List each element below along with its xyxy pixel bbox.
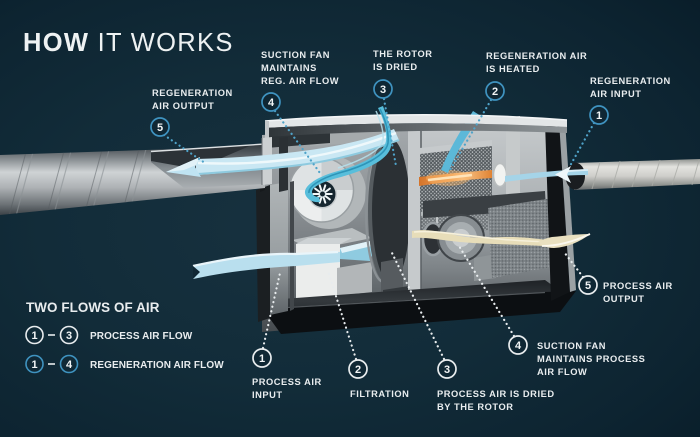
svg-text:4: 4 (515, 340, 522, 352)
svg-text:AIR FLOW: AIR FLOW (537, 367, 587, 377)
svg-text:THE ROTOR: THE ROTOR (373, 49, 433, 59)
svg-text:4: 4 (268, 97, 275, 109)
svg-text:REGENERATION: REGENERATION (590, 76, 671, 86)
svg-text:TWO FLOWS OF AIR: TWO FLOWS OF AIR (26, 300, 160, 315)
svg-text:FILTRATION: FILTRATION (350, 389, 409, 399)
svg-text:IS DRIED: IS DRIED (373, 62, 418, 72)
svg-text:REGENERATION: REGENERATION (152, 88, 233, 98)
svg-text:BY THE ROTOR: BY THE ROTOR (437, 402, 514, 412)
svg-text:PROCESS AIR FLOW: PROCESS AIR FLOW (90, 331, 193, 342)
svg-text:OUTPUT: OUTPUT (603, 294, 645, 304)
svg-text:SUCTION FAN: SUCTION FAN (537, 341, 606, 351)
svg-text:1: 1 (31, 359, 37, 371)
svg-text:SUCTION FAN: SUCTION FAN (261, 50, 330, 60)
svg-text:3: 3 (444, 364, 450, 376)
svg-text:PROCESS AIR: PROCESS AIR (252, 377, 322, 387)
svg-text:IS HEATED: IS HEATED (486, 64, 540, 74)
svg-text:3: 3 (380, 84, 386, 96)
svg-text:4: 4 (66, 359, 73, 371)
svg-text:5: 5 (585, 280, 591, 292)
svg-text:2: 2 (492, 86, 498, 98)
svg-text:2: 2 (355, 364, 361, 376)
svg-text:MAINTAINS: MAINTAINS (261, 63, 317, 73)
svg-text:MAINTAINS PROCESS: MAINTAINS PROCESS (537, 354, 645, 364)
svg-text:REGENERATION AIR: REGENERATION AIR (486, 51, 587, 61)
svg-text:PROCESS AIR IS DRIED: PROCESS AIR IS DRIED (437, 389, 555, 399)
svg-text:PROCESS AIR: PROCESS AIR (603, 281, 673, 291)
svg-text:1: 1 (596, 110, 602, 122)
svg-text:REGENERATION AIR FLOW: REGENERATION AIR FLOW (90, 360, 224, 371)
svg-text:HOW IT WORKS: HOW IT WORKS (23, 29, 234, 57)
svg-text:AIR OUTPUT: AIR OUTPUT (152, 101, 214, 111)
svg-text:1: 1 (259, 353, 265, 365)
svg-text:AIR INPUT: AIR INPUT (590, 89, 641, 99)
svg-text:REG. AIR FLOW: REG. AIR FLOW (261, 76, 339, 86)
svg-text:5: 5 (157, 122, 163, 134)
svg-text:3: 3 (66, 330, 72, 342)
svg-text:INPUT: INPUT (252, 390, 283, 400)
svg-text:1: 1 (31, 330, 37, 342)
